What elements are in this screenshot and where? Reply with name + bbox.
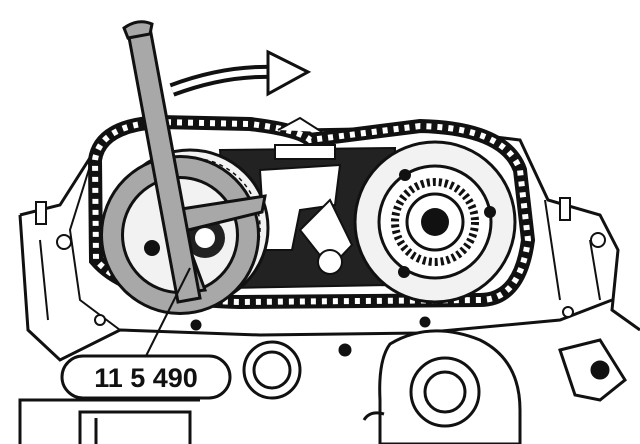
right-camshaft-sprocket (353, 140, 517, 304)
part-number-callout: 11 5 490 (60, 354, 232, 400)
callout-frame (60, 354, 232, 400)
part-number-label: 11 5 490 (94, 363, 198, 393)
lower-left-frame (18, 398, 385, 444)
counter-hold-tool (100, 20, 267, 315)
lower-housing (190, 316, 627, 444)
rotation-arrow-icon (169, 49, 312, 97)
mounting-studs (35, 197, 606, 326)
callout-leader-line (139, 267, 191, 369)
